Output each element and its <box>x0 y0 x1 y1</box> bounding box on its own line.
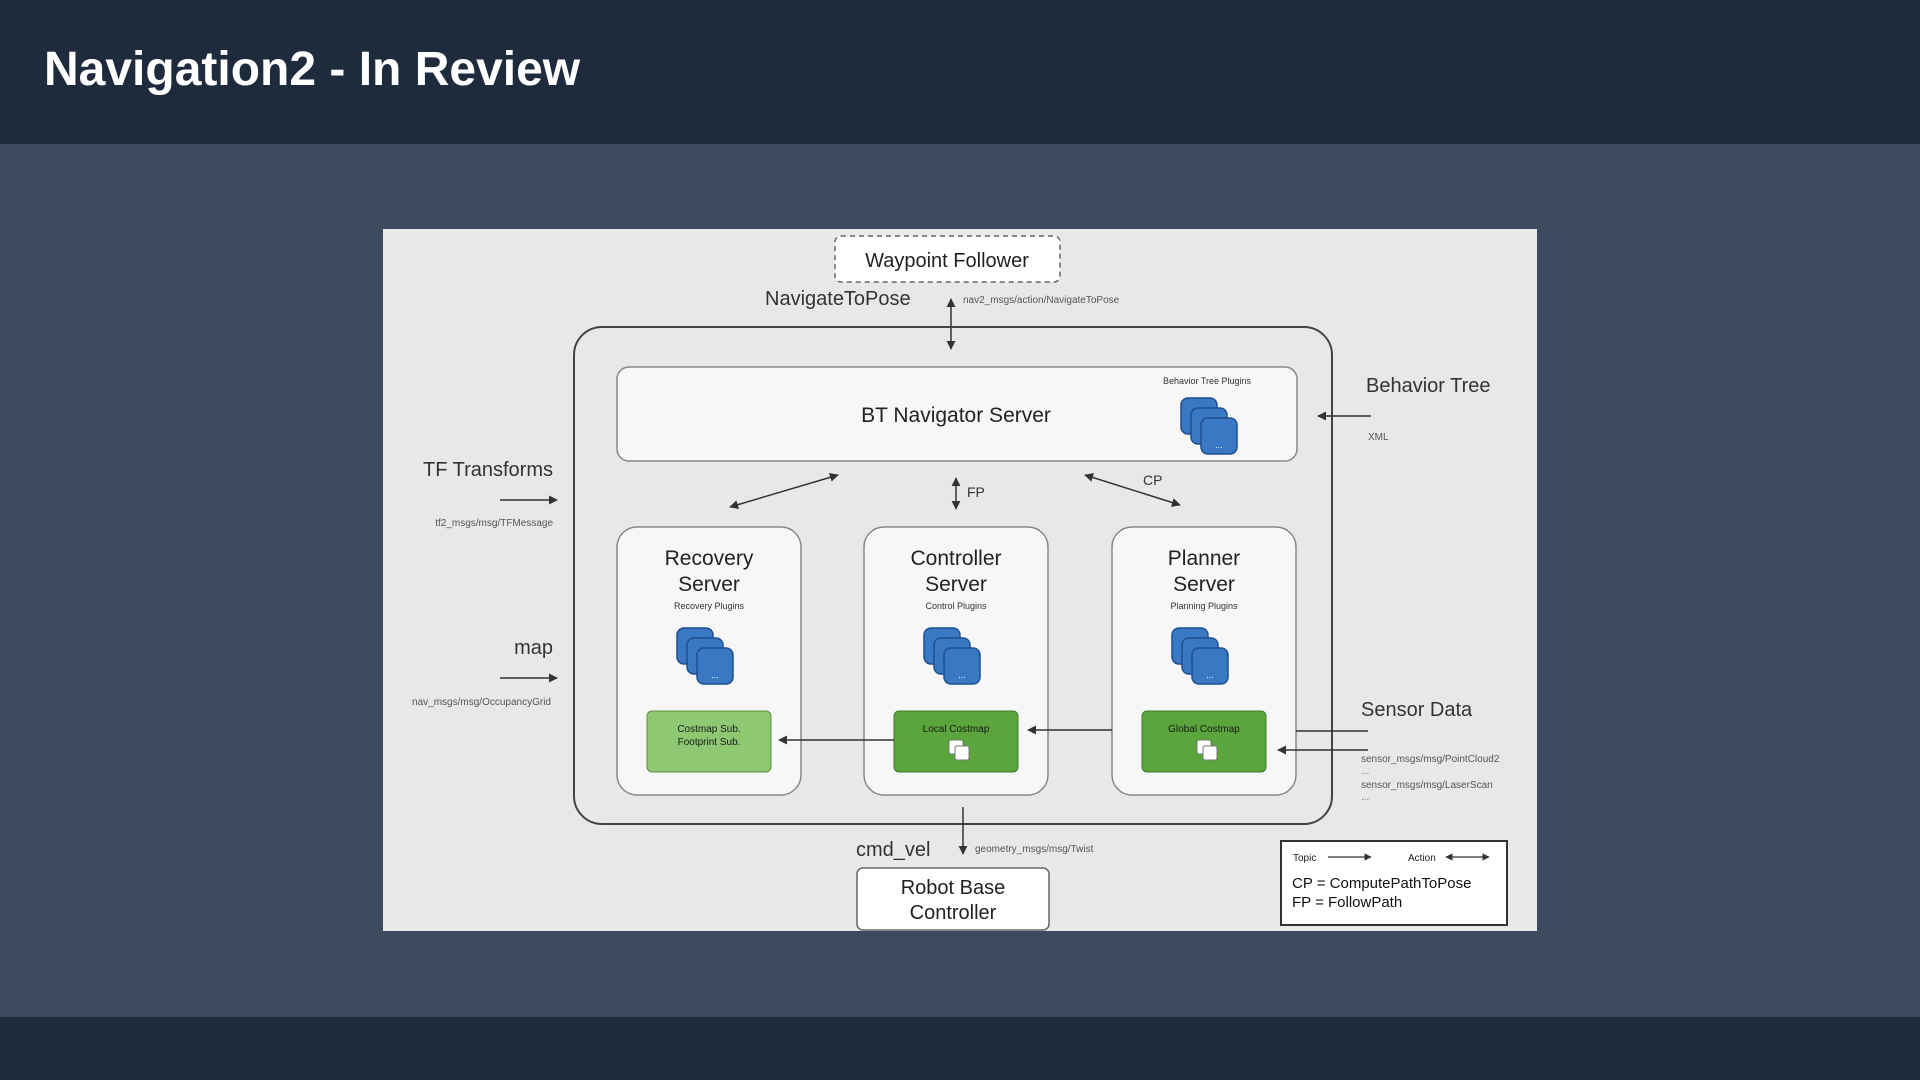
waypoint-follower-label: Waypoint Follower <box>865 250 1029 272</box>
legend-fp: FP = FollowPath <box>1292 894 1402 911</box>
tf-msg-type: tf2_msgs/msg/TFMessage <box>435 518 553 529</box>
laserscan-ellipsis: ... <box>1361 792 1369 803</box>
local-costmap-label: Local Costmap <box>923 724 990 735</box>
controller-server-box: Controller Server Control Plugins Local … <box>863 526 1049 796</box>
map-msg-type: nav_msgs/msg/OccupancyGrid <box>412 697 551 708</box>
navigate-to-pose-label: NavigateToPose <box>765 288 911 310</box>
costmap-sub-line2: Footprint Sub. <box>678 737 741 748</box>
fp-label: FP <box>967 484 985 500</box>
planner-server-box: Planner Server Planning Plugins Global C… <box>1111 526 1297 796</box>
legend-cp: CP = ComputePathToPose <box>1292 875 1471 892</box>
legend-box: Topic Action CP = ComputePathToPose FP =… <box>1280 840 1508 926</box>
bt-plugins-label: Behavior Tree Plugins <box>1163 376 1252 386</box>
tf-transforms-label: TF Transforms <box>423 459 553 481</box>
legend-action-label: Action <box>1408 853 1436 864</box>
slide-footer <box>0 1017 1920 1080</box>
sensor-data-label: Sensor Data <box>1361 699 1473 721</box>
bt-recovery-arrow <box>729 472 839 510</box>
waypoint-follower-box: Waypoint Follower <box>834 235 1061 283</box>
cp-label: CP <box>1143 472 1162 488</box>
controller-server-line1: Controller <box>910 547 1001 570</box>
recovery-server-line2: Server <box>678 573 740 596</box>
nav2-stack-container <box>573 326 1333 825</box>
map-label: map <box>514 637 553 659</box>
laserscan-msg-type: sensor_msgs/msg/LaserScan <box>1361 780 1493 791</box>
costmap-sub-line1: Costmap Sub. <box>677 724 740 735</box>
twist-msg-type: geometry_msgs/msg/Twist <box>975 844 1094 855</box>
pointcloud-ellipsis: ... <box>1361 766 1369 777</box>
costmap-sub-box <box>646 710 772 773</box>
global-costmap-label: Global Costmap <box>1168 724 1240 735</box>
bt-navigator-label: BT Navigator Server <box>861 404 1051 427</box>
pointcloud-msg-type: sensor_msgs/msg/PointCloud2 <box>1361 754 1500 765</box>
navigate-action-type: nav2_msgs/action/NavigateToPose <box>963 295 1120 306</box>
cmd-vel-label: cmd_vel <box>856 839 930 861</box>
robot-base-line2: Controller <box>910 902 997 924</box>
robot-base-controller-box: Robot Base Controller <box>856 867 1050 931</box>
recovery-server-box: Recovery Server Recovery Plugins Costmap… <box>616 526 802 796</box>
nav2-architecture-diagram: ... Waypoint Follower NavigateToPose nav… <box>383 229 1537 931</box>
planner-server-line2: Server <box>1173 573 1235 596</box>
recovery-plugins-label: Recovery Plugins <box>674 601 745 611</box>
recovery-server-line1: Recovery <box>665 547 754 570</box>
planning-plugins-label: Planning Plugins <box>1170 601 1238 611</box>
slide-title: Navigation2 - In Review <box>44 43 581 96</box>
xml-label: XML <box>1368 432 1389 443</box>
controller-server-line2: Server <box>925 573 987 596</box>
bt-planner-arrow <box>1084 473 1181 507</box>
planner-server-line1: Planner <box>1168 547 1240 570</box>
behavior-tree-label: Behavior Tree <box>1366 375 1491 397</box>
control-plugins-label: Control Plugins <box>925 601 987 611</box>
bt-navigator-box: BT Navigator Server Behavior Tree Plugin… <box>616 366 1298 462</box>
slide-header: Navigation2 - In Review <box>0 0 1920 144</box>
robot-base-line1: Robot Base <box>901 877 1006 899</box>
legend-topic-label: Topic <box>1293 853 1316 864</box>
